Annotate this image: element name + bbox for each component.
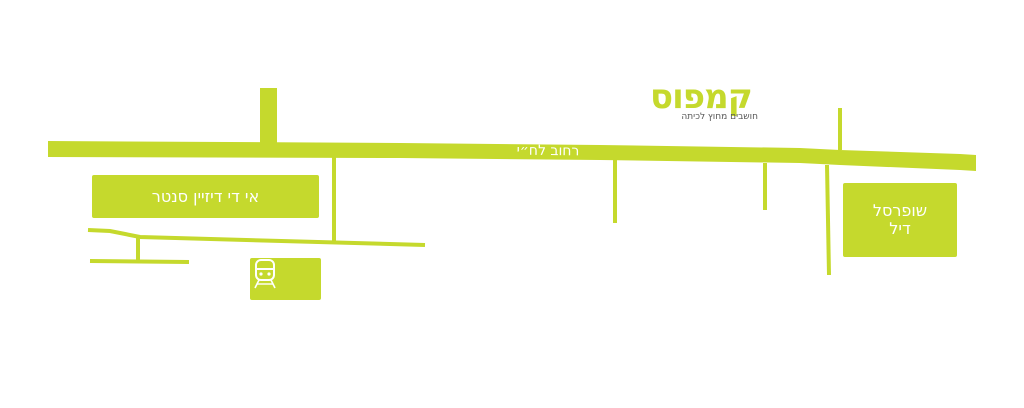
train-icon bbox=[254, 259, 276, 289]
landmark-tech-center: אי די דיזיין סנטר bbox=[92, 175, 319, 218]
side-street-5 bbox=[825, 164, 831, 276]
landmark-supermarket: שופרסל דיל bbox=[843, 183, 957, 257]
logo-tagline: חושבים מחוץ לכיתה bbox=[681, 112, 758, 122]
train-station bbox=[250, 258, 321, 300]
landmark-tech-center-label: אי די דיזיין סנטר bbox=[151, 187, 260, 206]
lower-street-short bbox=[89, 259, 190, 264]
side-street-wide bbox=[260, 88, 277, 144]
logo-wordmark: קמפוס bbox=[650, 77, 753, 117]
main-road bbox=[48, 141, 976, 171]
lower-street bbox=[87, 228, 426, 247]
campus-logo: קמפוס חושבים מחוץ לכיתה bbox=[650, 80, 780, 122]
landmark-supermarket-label: שופרסל דיל bbox=[872, 201, 928, 238]
street-name-label: רחוב לח״י bbox=[517, 143, 580, 160]
